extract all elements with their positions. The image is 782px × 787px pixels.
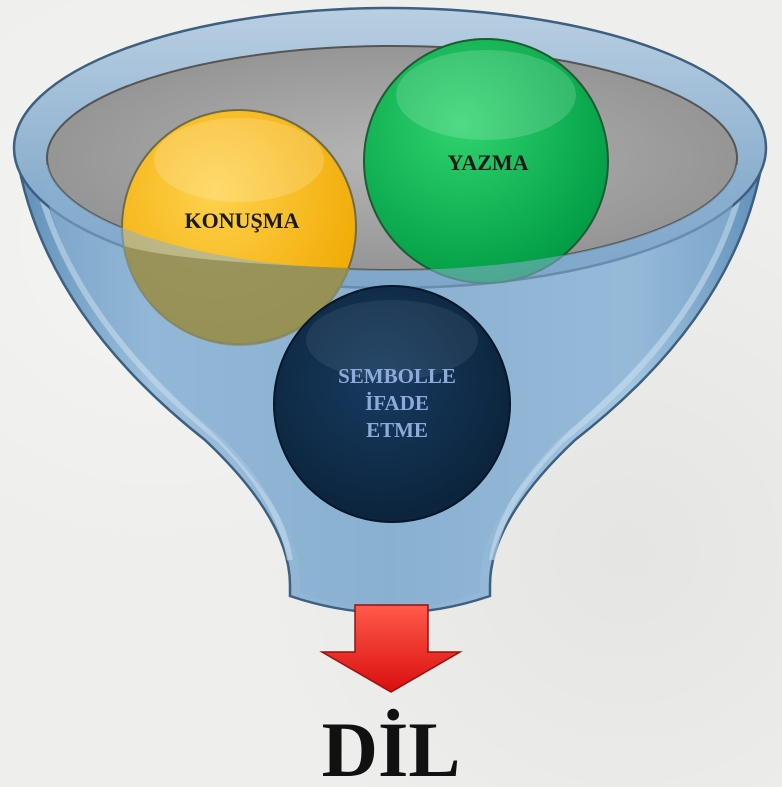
circle-symbol <box>273 285 511 523</box>
speaking-circle-submerged <box>124 246 350 346</box>
label-symbol-line2: İFADE <box>365 391 429 415</box>
funnel-left-highlight <box>33 174 293 561</box>
label-writing: YAZMA <box>447 150 528 175</box>
label-speaking: KONUŞMA <box>185 208 300 233</box>
label-symbol-line1: SEMBOLLE <box>338 364 456 388</box>
label-symbol-line3: ETME <box>366 418 428 442</box>
result-label: DİL <box>322 706 461 787</box>
funnel-right-highlight <box>489 174 747 561</box>
down-arrow-icon <box>319 604 463 693</box>
